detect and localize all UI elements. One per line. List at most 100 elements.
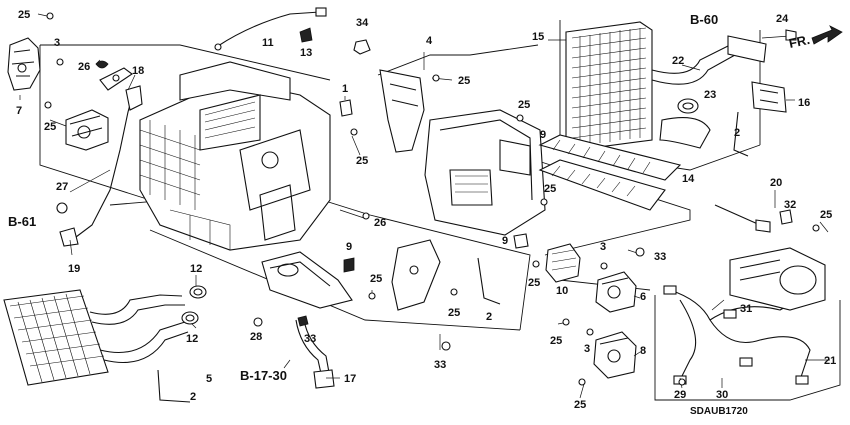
callout-c9b: 9 xyxy=(502,235,508,247)
callout-c30: 30 xyxy=(716,389,728,401)
filter-upper[interactable] xyxy=(538,134,682,181)
clamp-2-b xyxy=(477,257,501,305)
leader-lines xyxy=(19,39,830,399)
diagram-code: SDAUB1720 xyxy=(690,406,748,417)
bracket-24 xyxy=(761,29,797,41)
callout-c25c: 25 xyxy=(458,75,470,87)
case-4[interactable] xyxy=(379,69,425,153)
cable-11[interactable] xyxy=(214,7,327,51)
callout-c5: 5 xyxy=(206,373,212,385)
actuator-8[interactable] xyxy=(593,331,637,379)
callout-c2b: 2 xyxy=(486,311,492,323)
callout-c33b: 33 xyxy=(304,333,316,345)
callout-c3b: 3 xyxy=(600,241,606,253)
callout-c25d: 25 xyxy=(356,155,368,167)
callout-c21: 21 xyxy=(824,355,836,367)
callout-c34: 34 xyxy=(356,17,369,29)
sensor-20[interactable] xyxy=(714,204,793,233)
front-arrow xyxy=(811,25,843,45)
callout-c16: 16 xyxy=(798,97,810,109)
aspirator-hose-19[interactable] xyxy=(59,85,143,247)
callout-c27: 27 xyxy=(56,181,68,193)
callout-c25g: 25 xyxy=(820,209,832,221)
callout-c24: 24 xyxy=(776,13,789,25)
frame-lower-case xyxy=(149,229,521,331)
callout-c6: 6 xyxy=(640,291,646,303)
bracket-middle[interactable] xyxy=(391,239,441,311)
seal-23 xyxy=(677,98,699,114)
grommet-12-b xyxy=(181,311,199,325)
mode-motor[interactable] xyxy=(7,37,41,91)
callout-c25e: 25 xyxy=(518,99,530,111)
blower-housing[interactable] xyxy=(729,247,826,311)
callout-c10: 10 xyxy=(556,285,568,297)
callout-c28: 28 xyxy=(250,331,262,343)
callout-c25l: 25 xyxy=(574,399,586,411)
frame-top-middle xyxy=(377,44,539,76)
clip-9-c xyxy=(513,233,529,249)
blower-resistor-10[interactable] xyxy=(545,243,581,283)
clip-9-b xyxy=(343,257,355,273)
callout-c25f: 25 xyxy=(544,183,556,195)
callout-c15: 15 xyxy=(532,31,544,43)
clip-26-a xyxy=(95,60,109,69)
nut-34 xyxy=(353,39,371,55)
callout-c25i: 25 xyxy=(370,273,382,285)
callout-c25b: 25 xyxy=(44,121,56,133)
actuator-6[interactable] xyxy=(595,271,637,313)
callout-c13: 13 xyxy=(300,47,312,59)
evaporator-15[interactable] xyxy=(565,21,653,151)
callout-c25h: 25 xyxy=(528,277,540,289)
filter-14[interactable] xyxy=(538,159,666,211)
frame-harness xyxy=(654,295,841,401)
callout-c3a: 3 xyxy=(54,37,60,49)
clip-13 xyxy=(299,27,313,43)
callout-c12a: 12 xyxy=(190,263,202,275)
callout-c18: 18 xyxy=(132,65,144,77)
lower-duct[interactable] xyxy=(261,251,353,309)
callout-c22: 22 xyxy=(672,55,684,67)
callout-c20: 20 xyxy=(770,177,782,189)
heater-pipes[interactable] xyxy=(89,294,189,364)
nut-3-b xyxy=(600,262,608,270)
callout-c2c: 2 xyxy=(190,391,196,403)
callout-c7: 7 xyxy=(16,105,22,117)
grommet-1 xyxy=(339,99,353,117)
callout-c23: 23 xyxy=(704,89,716,101)
callout-c25a: 25 xyxy=(18,9,30,21)
callout-c3c: 3 xyxy=(584,343,590,355)
callout-c14: 14 xyxy=(682,173,695,185)
callout-c9a: 9 xyxy=(540,129,546,141)
recirc-motor[interactable] xyxy=(65,109,109,151)
callout-c29: 29 xyxy=(674,389,686,401)
grommet-12-a xyxy=(189,285,207,299)
callout-c2a: 2 xyxy=(734,127,740,139)
frame-left xyxy=(39,45,151,201)
heater-core[interactable] xyxy=(3,289,109,386)
evap-pipes[interactable] xyxy=(651,35,767,85)
ref-b60: B-60 xyxy=(690,12,718,27)
expansion-valve-16[interactable] xyxy=(751,81,787,113)
callout-c32: 32 xyxy=(784,199,796,211)
callout-c26b: 26 xyxy=(374,217,386,229)
nut-3-a xyxy=(56,58,64,66)
callout-c26a: 26 xyxy=(78,61,90,73)
callout-c25j: 25 xyxy=(448,307,460,319)
callout-c11: 11 xyxy=(262,37,274,49)
callout-c19: 19 xyxy=(68,263,80,275)
evap-seal-tube xyxy=(659,117,711,149)
callout-c8: 8 xyxy=(640,345,646,357)
heater-unit-case[interactable] xyxy=(139,61,331,251)
bolt-33-b xyxy=(297,315,309,327)
callout-c4: 4 xyxy=(426,35,433,47)
callout-c9c: 9 xyxy=(346,241,352,253)
fastener-screws xyxy=(44,74,820,386)
blower-case[interactable] xyxy=(424,109,546,236)
callout-c31: 31 xyxy=(740,303,752,315)
nut-28 xyxy=(253,317,263,327)
clamp-2-a xyxy=(733,111,749,157)
ref-b1730: B-17-30 xyxy=(240,368,287,383)
